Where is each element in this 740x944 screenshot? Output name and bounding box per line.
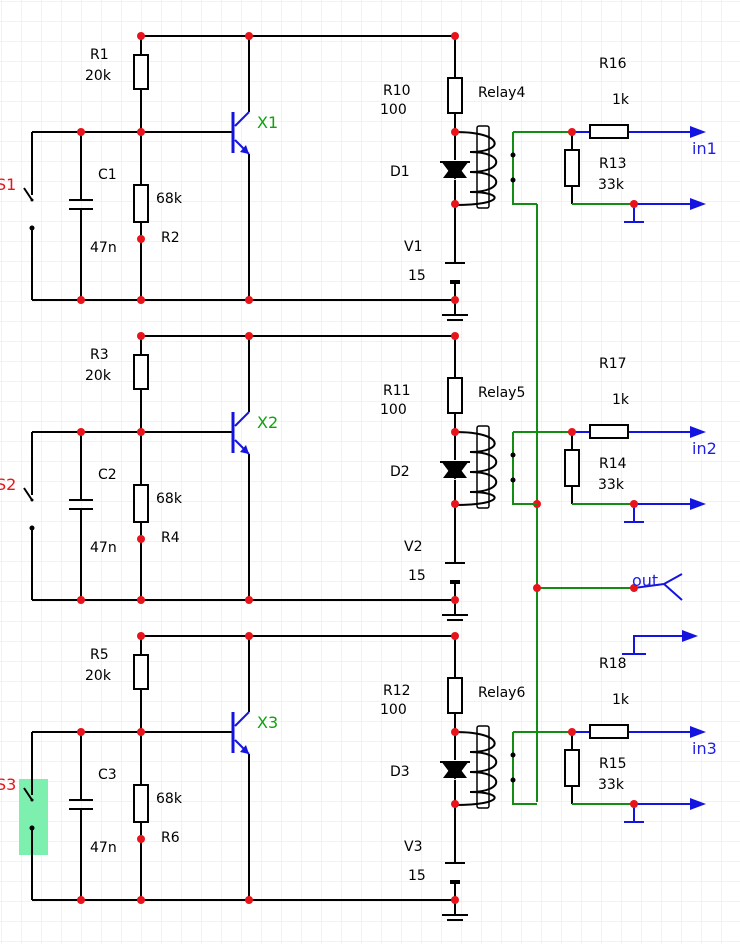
- capacitor-value: 47n: [90, 840, 117, 856]
- source-value: 15: [408, 568, 426, 584]
- r-bottom-value: 68k: [156, 191, 183, 207]
- r-relay-label: R10: [383, 83, 411, 99]
- source-value: 15: [408, 268, 426, 284]
- r-relay-value: 100: [380, 402, 407, 418]
- relay-label: Relay4: [478, 85, 525, 101]
- out-label: out: [632, 571, 658, 590]
- capacitor-value: 47n: [90, 240, 117, 256]
- r-bottom-value: 68k: [156, 791, 183, 807]
- capacitor-label: C2: [98, 467, 117, 483]
- transistor-label: X1: [257, 113, 278, 132]
- r-shunt-value: 33k: [598, 777, 625, 793]
- r-bottom-label: R6: [161, 830, 180, 846]
- switch-selection-highlight: [19, 779, 48, 855]
- extra-output-arrow: [682, 630, 698, 642]
- output-label: in2: [692, 439, 717, 458]
- r-series-label: R18: [599, 656, 627, 672]
- r-bottom-label: R4: [161, 530, 180, 546]
- r-series-value: 1k: [612, 692, 630, 708]
- bus-node: [533, 584, 541, 592]
- source-label: V1: [404, 239, 422, 255]
- r-shunt-label: R13: [599, 156, 627, 172]
- r-series-value: 1k: [612, 92, 630, 108]
- out-connector: [633, 573, 683, 601]
- output-label: in3: [692, 739, 717, 758]
- r-shunt-label: R14: [599, 456, 627, 472]
- source-value: 15: [408, 868, 426, 884]
- r-top-value: 20k: [85, 368, 112, 384]
- r-series-label: R17: [599, 356, 627, 372]
- r-top-value: 20k: [85, 668, 112, 684]
- diode-label: D2: [390, 464, 410, 480]
- r-series-label: R16: [599, 56, 627, 72]
- r-top-label: R3: [90, 347, 109, 363]
- r-top-label: R1: [90, 47, 109, 63]
- r-relay-label: R11: [383, 383, 411, 399]
- transistor-label: X2: [257, 413, 278, 432]
- relay-label: Relay6: [478, 685, 525, 701]
- r-series-value: 1k: [612, 392, 630, 408]
- r-top-value: 20k: [85, 68, 112, 84]
- r-relay-value: 100: [380, 702, 407, 718]
- output-label: in1: [692, 139, 717, 158]
- capacitor-label: C3: [98, 767, 117, 783]
- capacitor-value: 47n: [90, 540, 117, 556]
- source-label: V2: [404, 539, 422, 555]
- r-relay-label: R12: [383, 683, 411, 699]
- source-label: V3: [404, 839, 422, 855]
- r-bottom-value: 68k: [156, 491, 183, 507]
- transistor-label: X3: [257, 713, 278, 732]
- r-shunt-label: R15: [599, 756, 627, 772]
- extra-output-wire: [633, 635, 684, 654]
- switch-label: S2: [0, 475, 16, 494]
- r-relay-value: 100: [380, 102, 407, 118]
- r-shunt-value: 33k: [598, 477, 625, 493]
- relay-label: Relay5: [478, 385, 525, 401]
- diode-label: D1: [390, 164, 410, 180]
- diode-label: D3: [390, 764, 410, 780]
- switch-label: S3: [0, 775, 16, 794]
- capacitor-label: C1: [98, 167, 117, 183]
- r-shunt-value: 33k: [598, 177, 625, 193]
- r-top-label: R5: [90, 647, 109, 663]
- r-bottom-label: R2: [161, 230, 180, 246]
- switch-label: S1: [0, 175, 16, 194]
- out-node: [630, 584, 638, 592]
